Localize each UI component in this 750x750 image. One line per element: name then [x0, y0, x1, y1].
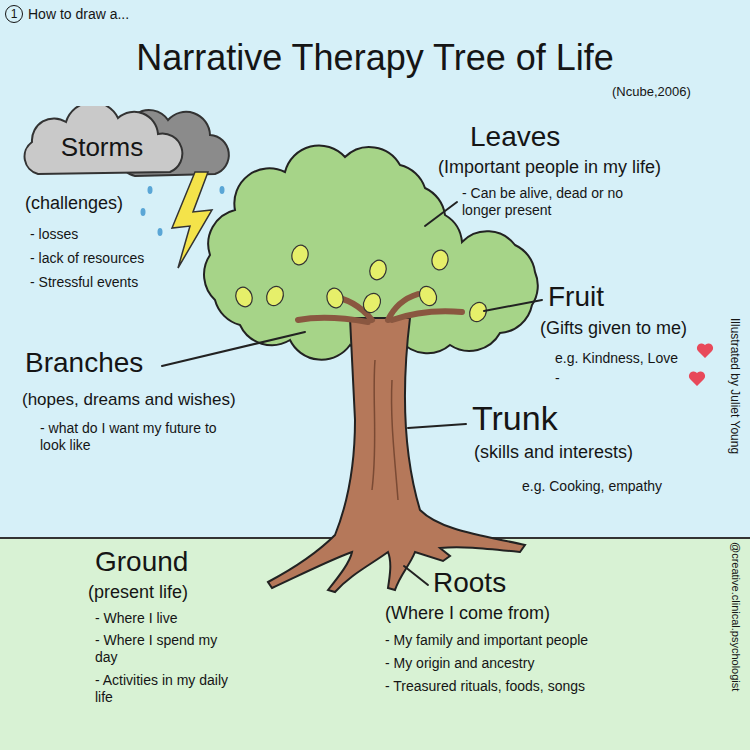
- part-heading: Leaves: [470, 120, 560, 154]
- part-subheading: (Where I come from): [385, 603, 550, 625]
- part-subheading: (present life): [88, 582, 188, 604]
- list-item: - Activities in my daily life: [95, 672, 235, 706]
- part-subheading: (hopes, dreams and wishes): [22, 390, 236, 410]
- part-heading: Trunk: [472, 398, 558, 439]
- part-heading: Roots: [433, 566, 506, 600]
- part-subheading: (Important people in my life): [438, 157, 661, 179]
- list-item: - Stressful events: [30, 274, 138, 291]
- node-text: 1: [11, 8, 18, 20]
- sky: [0, 0, 750, 538]
- subtitle: How to draw a...: [28, 6, 129, 23]
- note-text: - Can be alive, dead or no longer presen…: [462, 185, 637, 219]
- part-heading: Fruit: [548, 280, 604, 314]
- list-item: - Where I live: [95, 610, 245, 627]
- diagram-title: Narrative Therapy Tree of Life: [0, 36, 750, 79]
- list-item: - Where I spend my day: [95, 632, 225, 666]
- hearts: [689, 343, 713, 386]
- bark-lines: [372, 360, 398, 500]
- node-text: Storms: [61, 134, 143, 160]
- list-item: - My origin and ancestry: [385, 655, 534, 672]
- storm-cloud: Storms: [18, 106, 186, 180]
- part-heading: Branches: [25, 346, 143, 380]
- part-subheading: (skills and interests): [474, 442, 633, 464]
- fruit-leaves: [233, 243, 489, 324]
- example-text: e.g. Kindness, Love: [555, 350, 678, 367]
- citation: (Ncube,2006): [612, 84, 691, 100]
- list-item: - My family and important people: [385, 632, 588, 649]
- watermark: @creative.clinical.psychologist: [729, 542, 742, 691]
- part-subheading: (Gifts given to me): [540, 318, 687, 340]
- ground: [0, 538, 750, 750]
- callout-number: 1: [5, 5, 23, 23]
- list-item: - Treasured rituals, foods, songs: [385, 678, 585, 695]
- note-text: - what do I want my future to look like: [40, 420, 225, 454]
- lightning-bolt: [172, 172, 212, 268]
- part-heading: Ground: [95, 545, 188, 579]
- list-item: - losses: [30, 226, 78, 243]
- list-item: - lack of resources: [30, 250, 144, 267]
- credit-text: Illustrated by Juliet Young: [728, 318, 742, 454]
- example-text: e.g. Cooking, empathy: [522, 478, 662, 495]
- part-subheading: (challenges): [25, 193, 123, 215]
- list-dash: -: [555, 370, 560, 387]
